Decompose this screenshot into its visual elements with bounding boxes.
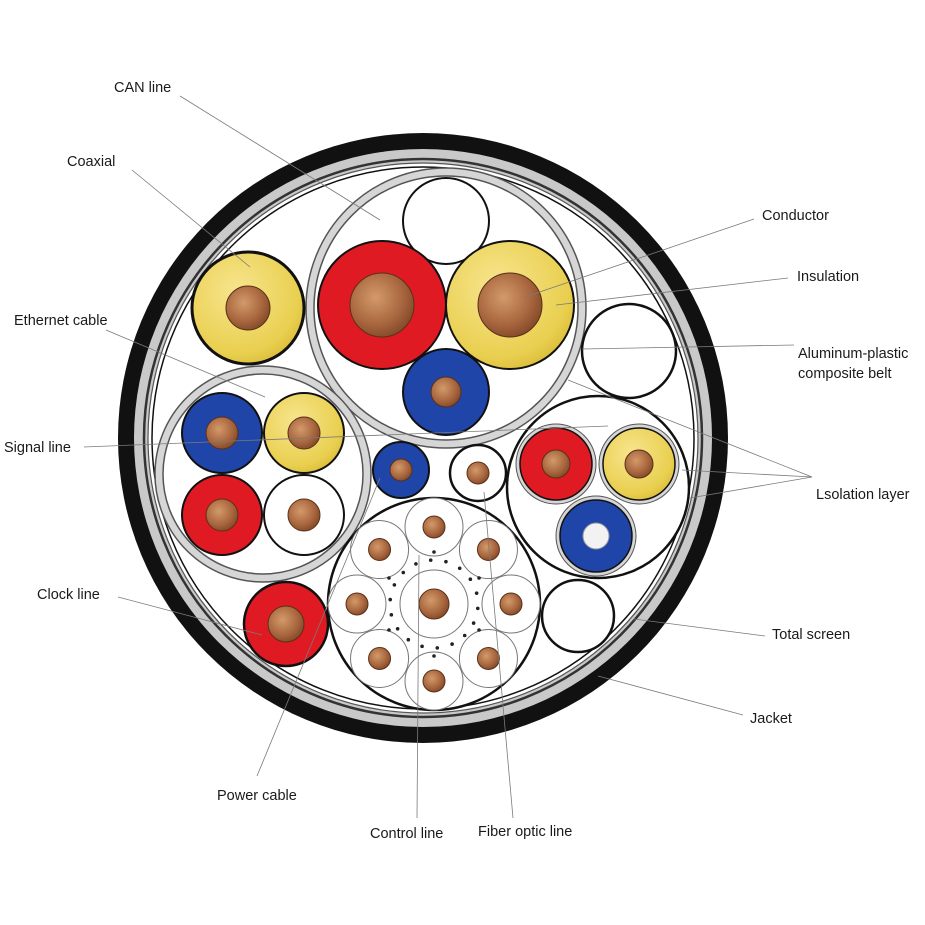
fiber-dot bbox=[389, 613, 394, 617]
fiber-dot bbox=[406, 637, 411, 642]
control-strand-conductor bbox=[422, 515, 446, 539]
label-fiber-optic-line: Fiber optic line bbox=[478, 824, 572, 840]
fiber-dot bbox=[471, 621, 476, 625]
fiber-core bbox=[466, 461, 490, 485]
signal-yellow-conductor bbox=[624, 449, 654, 479]
filler-right-upper bbox=[580, 302, 678, 400]
control-line-bundle bbox=[326, 496, 542, 712]
leader-isolation-1 bbox=[567, 379, 813, 478]
coaxial-conductor bbox=[225, 285, 271, 331]
fiber-dot bbox=[392, 583, 397, 587]
can-red-conductor bbox=[349, 272, 415, 338]
signal-red-conductor bbox=[541, 449, 571, 479]
leader-can-line bbox=[179, 95, 381, 221]
leader-jacket bbox=[597, 675, 744, 716]
labels: CAN line Coaxial Ethernet cable Signal l… bbox=[4, 80, 910, 842]
fiber-dot bbox=[475, 606, 480, 611]
control-strand-conductor bbox=[476, 646, 500, 670]
fiber-dot bbox=[387, 576, 391, 580]
fiber-dot bbox=[414, 562, 418, 566]
leader-isolation-2 bbox=[681, 469, 813, 478]
coaxial-cable bbox=[190, 250, 306, 366]
can-blue-conductor bbox=[430, 376, 462, 408]
fiber-dot bbox=[428, 558, 433, 562]
leader-clock-line bbox=[117, 596, 263, 636]
ethernet-cable-bundle bbox=[154, 365, 372, 583]
label-ethernet-cable: Ethernet cable bbox=[14, 313, 108, 329]
label-isolation-layer: Lsolation layer bbox=[816, 487, 910, 503]
fiber-optic-small bbox=[448, 443, 508, 503]
ethernet-yellow-conductor bbox=[287, 416, 321, 450]
label-control-line: Control line bbox=[370, 826, 443, 842]
fiber-dot bbox=[388, 597, 393, 602]
can-filler-white bbox=[402, 177, 490, 265]
fiber-dot bbox=[474, 591, 479, 595]
control-strand-conductor bbox=[368, 538, 392, 562]
fiber-dot bbox=[420, 644, 424, 649]
label-aluminum-plastic-1: Aluminum-plastic bbox=[798, 346, 908, 362]
control-strand-conductor bbox=[422, 669, 446, 693]
leader-power-cable bbox=[256, 477, 381, 777]
leader-control-line bbox=[416, 554, 420, 819]
small-blue-conductor bbox=[389, 458, 413, 482]
label-coaxial: Coaxial bbox=[67, 154, 115, 170]
ethernet-red-conductor bbox=[205, 498, 239, 532]
leader-insulation bbox=[555, 277, 789, 306]
label-conductor: Conductor bbox=[762, 208, 829, 224]
ethernet-white-conductor bbox=[287, 498, 321, 532]
fiber-dot bbox=[477, 576, 481, 580]
signal-blue-core bbox=[582, 522, 610, 550]
leader-fiber-optic bbox=[483, 491, 514, 819]
leader-total-screen bbox=[633, 618, 766, 637]
control-strand-conductor bbox=[499, 592, 523, 616]
screen-inner-line bbox=[142, 157, 704, 719]
leader-lines bbox=[83, 95, 813, 819]
label-aluminum-plastic-2: composite belt bbox=[798, 366, 892, 382]
fiber-dot bbox=[395, 626, 400, 631]
leader-ethernet bbox=[105, 329, 266, 398]
label-power-cable: Power cable bbox=[217, 788, 297, 804]
leader-signal-line bbox=[83, 425, 609, 448]
fiber-dot bbox=[477, 628, 481, 632]
label-total-screen: Total screen bbox=[772, 627, 850, 643]
fiber-dot bbox=[432, 654, 436, 658]
label-clock-line: Clock line bbox=[37, 587, 100, 603]
leader-conductor bbox=[524, 218, 755, 298]
fiber-dot bbox=[450, 642, 454, 646]
label-signal-line: Signal line bbox=[4, 440, 71, 456]
fiber-dot bbox=[435, 646, 440, 650]
ethernet-bundle-inner bbox=[162, 373, 364, 575]
signal-small-blue bbox=[372, 441, 430, 499]
can-line-bundle bbox=[305, 167, 587, 449]
fiber-dot bbox=[387, 628, 391, 632]
ethernet-blue-conductor bbox=[205, 416, 239, 450]
leader-coaxial bbox=[131, 169, 251, 268]
leader-aluminum-plastic bbox=[581, 344, 795, 350]
signal-line-bundle bbox=[505, 394, 691, 580]
label-insulation: Insulation bbox=[797, 269, 859, 285]
label-jacket: Jacket bbox=[750, 711, 792, 727]
fiber-dot bbox=[457, 566, 462, 571]
clock-line-cable bbox=[242, 580, 330, 668]
filler-right-lower bbox=[540, 578, 616, 654]
control-strand-conductor bbox=[345, 592, 369, 616]
control-center-conductor bbox=[418, 588, 450, 620]
control-strands bbox=[327, 497, 541, 711]
fiber-dots bbox=[387, 550, 481, 658]
can-yellow-conductor bbox=[477, 272, 543, 338]
fiber-dot bbox=[432, 550, 436, 554]
clock-conductor bbox=[267, 605, 305, 643]
label-can-line: CAN line bbox=[114, 80, 171, 96]
fiber-dot bbox=[462, 633, 467, 638]
control-strand-conductor bbox=[368, 646, 392, 670]
fiber-dot bbox=[401, 570, 406, 575]
fiber-dot bbox=[444, 559, 448, 564]
leader-isolation-3 bbox=[689, 476, 813, 499]
fiber-dot bbox=[468, 577, 473, 582]
